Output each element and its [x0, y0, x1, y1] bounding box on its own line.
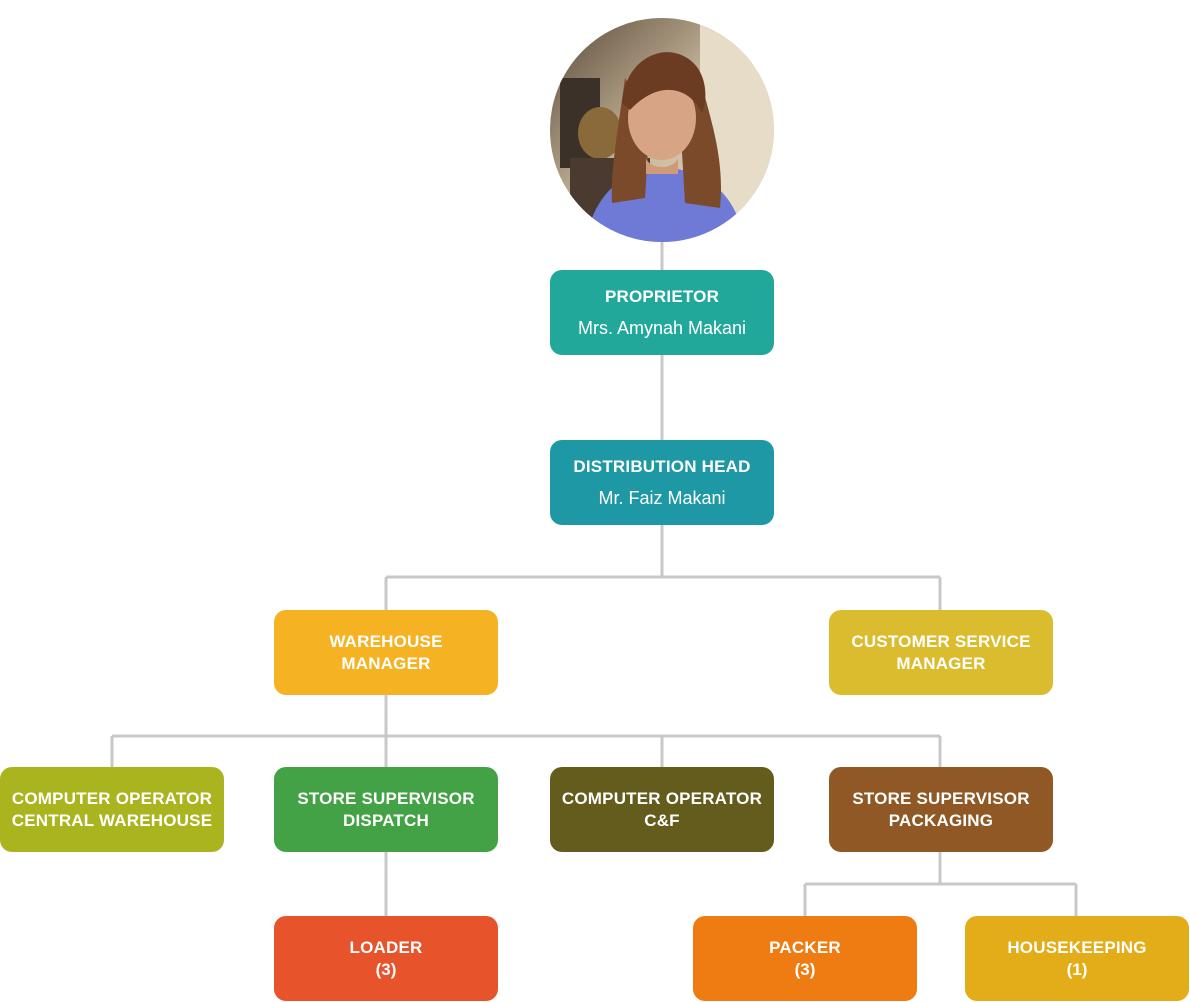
warehouse-manager-line1: WAREHOUSE: [329, 631, 443, 651]
store-supervisor-dispatch-line1: STORE SUPERVISOR: [297, 788, 475, 808]
person-photo-icon: [550, 18, 774, 242]
packer-box: PACKER (3): [693, 916, 917, 1001]
distribution-head-name: Mr. Faiz Makani: [598, 487, 726, 508]
housekeeping-box: HOUSEKEEPING (1): [965, 916, 1189, 1001]
store-supervisor-packaging-line2: PACKAGING: [888, 810, 994, 830]
loader-box: LOADER (3): [274, 916, 498, 1001]
housekeeping-title: HOUSEKEEPING: [1007, 937, 1147, 957]
computer-operator-cf-line1: COMPUTER OPERATOR: [561, 788, 763, 808]
housekeeping-count: (1): [1066, 959, 1088, 979]
distribution-head-box: DISTRIBUTION HEAD Mr. Faiz Makani: [550, 440, 774, 525]
computer-operator-central-line2: CENTRAL WAREHOUSE: [11, 810, 213, 830]
computer-operator-cf-line2: C&F: [644, 810, 680, 830]
loader-count: (3): [375, 959, 397, 979]
proprietor-box: PROPRIETOR Mrs. Amynah Makani: [550, 270, 774, 355]
packer-count: (3): [794, 959, 816, 979]
store-supervisor-dispatch-box: STORE SUPERVISOR DISPATCH: [274, 767, 498, 852]
customer-service-manager-line2: MANAGER: [896, 653, 986, 673]
store-supervisor-dispatch-line2: DISPATCH: [343, 810, 429, 830]
proprietor-name: Mrs. Amynah Makani: [577, 317, 747, 338]
store-supervisor-packaging-box: STORE SUPERVISOR PACKAGING: [829, 767, 1053, 852]
packer-title: PACKER: [769, 937, 841, 957]
warehouse-manager-line2: MANAGER: [341, 653, 431, 673]
customer-service-manager-line1: CUSTOMER SERVICE: [851, 631, 1031, 651]
store-supervisor-packaging-line1: STORE SUPERVISOR: [852, 788, 1030, 808]
loader-title: LOADER: [349, 937, 423, 957]
distribution-head-title: DISTRIBUTION HEAD: [573, 456, 751, 476]
computer-operator-central-line1: COMPUTER OPERATOR: [11, 788, 213, 808]
proprietor-title: PROPRIETOR: [604, 286, 720, 306]
warehouse-manager-box: WAREHOUSE MANAGER: [274, 610, 498, 695]
customer-service-manager-box: CUSTOMER SERVICE MANAGER: [829, 610, 1053, 695]
computer-operator-cf-box: COMPUTER OPERATOR C&F: [550, 767, 774, 852]
computer-operator-central-box: COMPUTER OPERATOR CENTRAL WAREHOUSE: [0, 767, 224, 852]
